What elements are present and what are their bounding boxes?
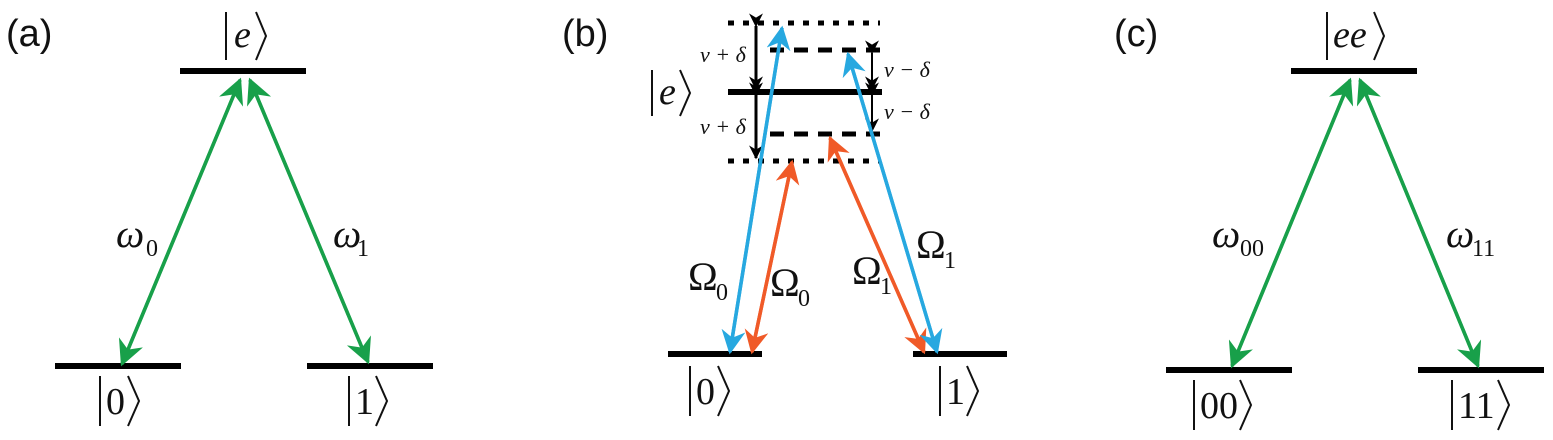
panel-b-ground-ket-0: 0 (689, 365, 731, 417)
svg-text:0: 0 (798, 286, 810, 312)
svg-text:ω: ω (1212, 211, 1240, 256)
svg-text:Ω: Ω (916, 222, 946, 267)
panel-b-label: (b) (562, 13, 608, 55)
panel-a-transition-omega0-down (118, 79, 242, 367)
panel-a-ground-ket-1: 0 1 (348, 375, 389, 427)
svg-text:ω: ω (116, 211, 144, 256)
panel-a-ground-ket-0: 0 (99, 375, 141, 427)
panel-c-ground-ket-11: 11 (1451, 379, 1511, 431)
svg-text:11: 11 (1472, 236, 1495, 262)
panel-b-blue-laser-left-down (721, 27, 784, 355)
svg-text:1: 1 (946, 371, 965, 413)
svg-text:Ω: Ω (770, 260, 800, 305)
panel-a: (a) e 0 0 1 ω 0 (6, 11, 433, 427)
svg-text:Ω: Ω (852, 248, 882, 293)
panel-c-omega11-label: ω 11 (1446, 211, 1495, 262)
svg-text:ee: ee (1333, 14, 1367, 56)
panel-b-omega1-red-label: Ω 1 (852, 248, 892, 300)
panel-c-omega00-label: ω 00 (1212, 211, 1264, 262)
panel-b-detuning-plus-lower-label: ν + δ (700, 114, 747, 139)
panel-c-excited-ket: ee (1326, 11, 1386, 61)
panel-b-detuning-minus-lower-label: ν − δ (884, 99, 931, 124)
svg-text:e: e (659, 71, 676, 113)
svg-text:11: 11 (1458, 385, 1495, 427)
panel-a-excited-ket: e (225, 11, 268, 61)
panel-c-transition-omega11-down (1358, 79, 1482, 369)
panel-b-omega1-blue-label: Ω 1 (916, 222, 956, 274)
panel-a-omega0-label: ω 0 (116, 211, 158, 262)
svg-text:e: e (234, 14, 251, 56)
panel-c-label: (c) (1114, 13, 1158, 55)
panel-b-omega0-red-label: Ω 0 (770, 260, 810, 312)
panel-a-omega1-label: ω 1 (333, 211, 369, 262)
panel-c: (c) ee 00 11 ω 00 (1114, 11, 1544, 431)
svg-text:0: 0 (716, 280, 728, 306)
panel-b-detuning-minus-upper-label: ν − δ (884, 57, 931, 82)
svg-text:1: 1 (944, 248, 956, 274)
svg-text:ω: ω (333, 211, 361, 256)
panel-a-label: (a) (6, 13, 52, 55)
svg-text:0: 0 (106, 381, 125, 423)
svg-text:00: 00 (1200, 385, 1238, 427)
panel-b-blue-laser-right-down (846, 53, 943, 355)
panel-b-red-laser-left-down (744, 161, 794, 355)
panel-b-omega0-blue-label: Ω 0 (688, 254, 728, 306)
panel-b-red-laser-right-down (828, 137, 927, 355)
svg-text:1: 1 (357, 236, 369, 262)
panel-c-ground-ket-00: 00 (1193, 379, 1253, 431)
svg-text:00: 00 (1240, 236, 1264, 262)
svg-text:1: 1 (880, 274, 892, 300)
panel-b-excited-ket: e (651, 69, 692, 117)
panel-a-transition-omega1-down (248, 79, 371, 365)
svg-text:0: 0 (696, 371, 715, 413)
svg-text:0: 0 (146, 236, 158, 262)
panel-c-transition-omega00-down (1228, 79, 1352, 369)
svg-text:1: 1 (355, 381, 374, 423)
panel-b-detuning-plus-upper-label: ν + δ (700, 42, 747, 67)
panel-b-ground-ket-1: 1 (939, 365, 980, 417)
panel-b: (b) e 0 1 ν + δ ν (562, 13, 1007, 417)
svg-text:ω: ω (1446, 211, 1474, 256)
svg-text:Ω: Ω (688, 254, 718, 299)
